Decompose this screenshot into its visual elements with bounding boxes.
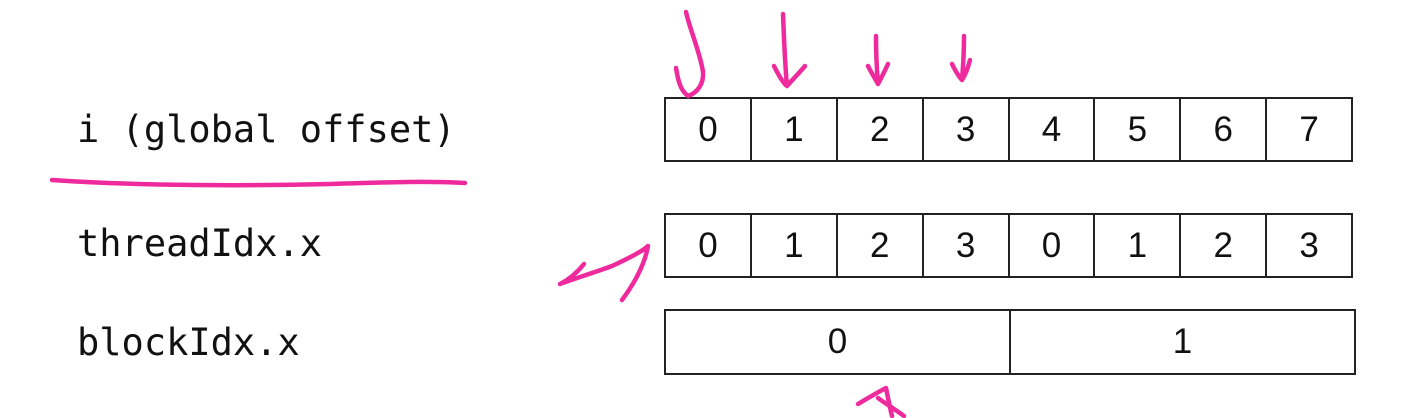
block-idx-label: blockIdx.x: [77, 321, 300, 364]
thread-idx-cell: 3: [1265, 215, 1351, 276]
thread-idx-cell: 2: [835, 215, 922, 276]
thread-idx-cell: 1: [749, 215, 836, 276]
thread-idx-label: threadIdx.x: [77, 222, 323, 265]
scribble-mark: [855, 385, 907, 418]
down-arrow-0: [673, 9, 706, 99]
block-idx-cell: 1: [1009, 311, 1354, 373]
thread-idx-cell: 0: [698, 225, 718, 265]
global-offset-cell: 0: [698, 109, 718, 149]
underline-stroke: [49, 177, 468, 188]
block-idx-cell: 0: [827, 322, 848, 361]
global-offset-cell: 7: [1265, 99, 1351, 160]
curved-arrow: [557, 243, 651, 303]
down-arrow-3: [949, 33, 973, 83]
global-offset-cell: 6: [1179, 99, 1265, 160]
global-offset-cell: 5: [1093, 99, 1179, 160]
global-offset-cell: 4: [1007, 99, 1094, 160]
down-arrow-1: [771, 11, 808, 89]
down-arrow-2: [865, 33, 891, 87]
thread-idx-cell: 2: [1179, 215, 1265, 276]
global-offset-cell: 2: [835, 99, 922, 160]
global-offset-cell: 3: [921, 99, 1008, 160]
thread-idx-cell: 0: [1007, 215, 1094, 276]
thread-idx-cell: 3: [921, 215, 1008, 276]
thread-idx-cell: 1: [1093, 215, 1179, 276]
global-offset-label: i (global offset): [77, 108, 456, 151]
global-offset-cell: 1: [749, 99, 836, 160]
